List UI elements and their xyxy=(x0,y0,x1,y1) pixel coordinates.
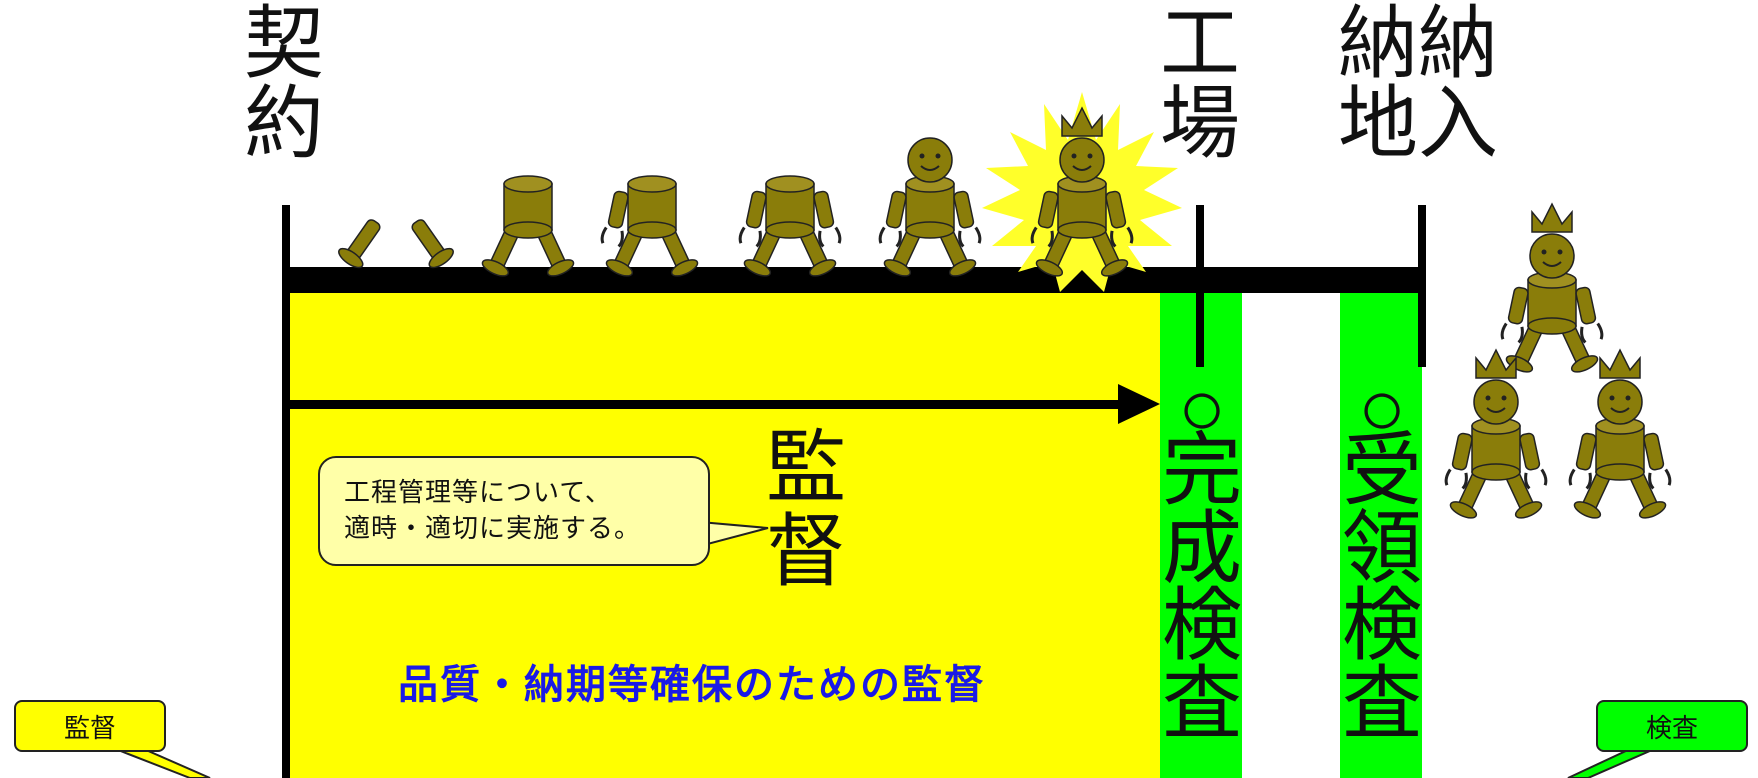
robot-body-arms-icon xyxy=(737,175,843,280)
contract-label: 契 約 xyxy=(244,0,324,170)
delivery-label-col1: 納 地 xyxy=(1338,0,1418,170)
supervision-tag: 監督 xyxy=(14,700,166,752)
supervision-callout-text: 工程管理等について、 適時・適切に実施する。 xyxy=(344,478,642,544)
robot-complete-icon xyxy=(1445,349,1547,521)
acceptance-inspection-label: 受 領 検 査 xyxy=(1342,424,1422,750)
factory-tick xyxy=(1196,205,1204,367)
timeline-bar xyxy=(284,267,1426,293)
completion-inspection-marker: ○ xyxy=(1177,361,1227,454)
completion-inspection-label: 完 成 検 査 xyxy=(1162,424,1242,750)
robot-head-icon xyxy=(879,138,981,279)
robot-complete-icon xyxy=(1501,203,1603,375)
callout-pointer xyxy=(699,520,769,548)
inspection-tag-pointer xyxy=(1567,749,1653,778)
delivery-tick xyxy=(1418,205,1426,367)
acceptance-inspection-band xyxy=(1340,285,1422,778)
delivery-label-col2: 納 入 xyxy=(1418,0,1498,170)
acceptance-inspection-marker: ○ xyxy=(1357,361,1407,454)
supervision-tag-label: 監督 xyxy=(63,713,116,744)
supervision-label: 監 督 xyxy=(766,421,846,598)
supervision-callout: 工程管理等について、 適時・適切に実施する。 xyxy=(318,456,710,566)
robot-body-arm-icon xyxy=(599,175,701,280)
completion-inspection-band xyxy=(1160,285,1242,778)
inspection-tag-label: 検査 xyxy=(1645,713,1698,744)
contract-tick xyxy=(282,205,290,778)
supervision-tag-pointer xyxy=(117,749,211,778)
robot-body-legs-icon xyxy=(479,175,577,280)
robot-complete-icon xyxy=(1569,349,1671,521)
supervision-caption: 品質・納期等確保のための監督 xyxy=(398,662,986,708)
inspection-tag: 検査 xyxy=(1596,700,1748,752)
robot-legs-icon xyxy=(335,213,457,272)
factory-label: 工 場 xyxy=(1160,0,1240,170)
supervision-arrow xyxy=(290,384,1160,424)
